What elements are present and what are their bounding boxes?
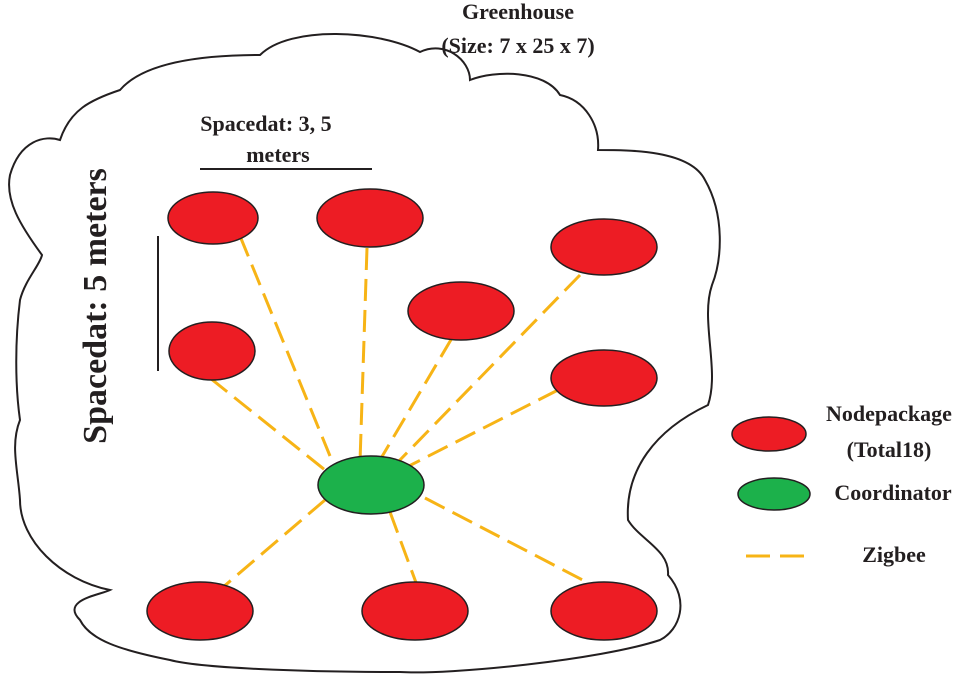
node-package (316, 188, 424, 248)
node-package (168, 321, 256, 381)
node-package (550, 218, 658, 276)
node-package (550, 581, 658, 641)
legend-zigbee-label: Zigbee (862, 542, 926, 567)
node-package (167, 191, 259, 245)
title-line1: Greenhouse (462, 0, 574, 24)
zigbee-link (396, 273, 582, 464)
zigbee-link (209, 376, 326, 472)
coordinator-node (317, 455, 425, 515)
title-line2: (Size: 7 x 25 x 7) (441, 33, 594, 58)
zigbee-link (404, 388, 559, 470)
zigbee-link (424, 496, 599, 590)
horizontal-spacing-line2: meters (246, 142, 310, 167)
node-package (146, 581, 254, 641)
vertical-spacing-label: Spacedat: 5 meters (77, 168, 114, 444)
legend: Nodepackage (Total18) Coordinator Zigbee (731, 401, 952, 567)
legend-node-label-line2: (Total18) (847, 437, 932, 462)
legend-coordinator-label: Coordinator (834, 480, 952, 505)
zigbee-links (209, 235, 599, 590)
node-package (407, 281, 515, 341)
zigbee-link (238, 235, 332, 457)
node-package (550, 349, 658, 407)
zigbee-link (378, 337, 454, 461)
node-packages (146, 188, 658, 641)
zigbee-link (358, 247, 369, 463)
horizontal-spacing-line1: Spacedat: 3, 5 (200, 111, 331, 136)
legend-node-swatch (731, 416, 807, 452)
zigbee-link (221, 498, 326, 590)
zigbee-link (388, 511, 420, 589)
legend-coordinator-swatch (737, 477, 811, 511)
legend-node-label-line1: Nodepackage (826, 401, 952, 426)
node-package (361, 581, 469, 641)
